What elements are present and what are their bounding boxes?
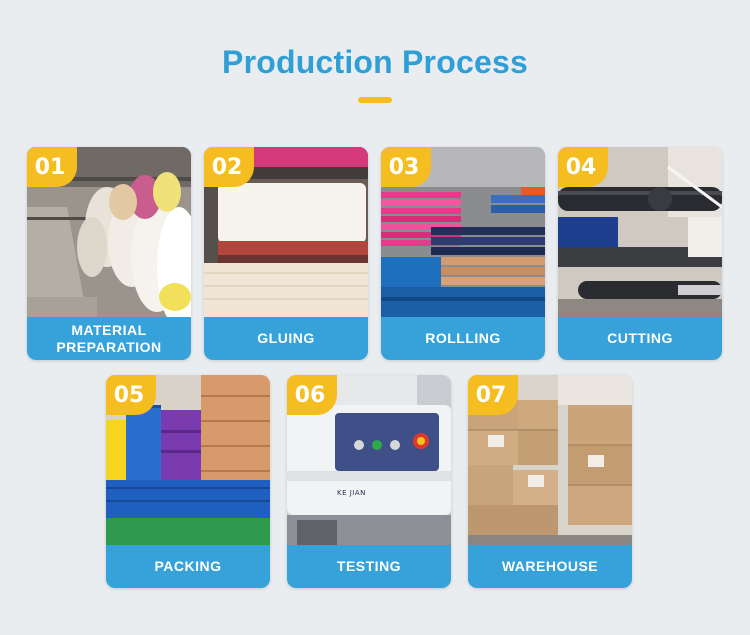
testing-photo: 06 KE JIAN (287, 375, 451, 545)
machine-brand-text: KE JIAN (337, 489, 366, 497)
step-number-badge: 03 (381, 147, 431, 187)
step-label: MATERIAL PREPARATION (27, 317, 191, 360)
step-label: ROLLLING (381, 317, 545, 360)
gluing-photo: 02 (204, 147, 368, 317)
step-number-badge: 04 (558, 147, 608, 187)
material-preparation-photo: 01 (27, 147, 191, 317)
step-label: CUTTING (558, 317, 722, 360)
step-number-badge: 06 (287, 375, 337, 415)
warehouse-photo: 07 (468, 375, 632, 545)
packing-photo: 05 (106, 375, 270, 545)
step-card-warehouse: 07 WAREHOUSE (468, 375, 632, 588)
step-card-testing: 06 KE JIAN TESTING (287, 375, 451, 588)
step-label: GLUING (204, 317, 368, 360)
title-underline (358, 97, 392, 103)
step-label: PACKING (106, 545, 270, 588)
step-label: WAREHOUSE (468, 545, 632, 588)
step-card-rolling: 03 ROLLLING (381, 147, 545, 360)
step-card-cutting: 04 CUTTING (558, 147, 722, 360)
step-card-material-preparation: 01 MATERIAL PREPARATION (27, 147, 191, 360)
step-label: TESTING (287, 545, 451, 588)
step-card-gluing: 02 GLUING (204, 147, 368, 360)
step-card-packing: 05 PACKING (106, 375, 270, 588)
rolling-photo: 03 (381, 147, 545, 317)
step-number-badge: 05 (106, 375, 156, 415)
cutting-photo: 04 (558, 147, 722, 317)
page-title: Production Process (222, 44, 528, 80)
step-number-badge: 02 (204, 147, 254, 187)
step-number-badge: 07 (468, 375, 518, 415)
step-number-badge: 01 (27, 147, 77, 187)
